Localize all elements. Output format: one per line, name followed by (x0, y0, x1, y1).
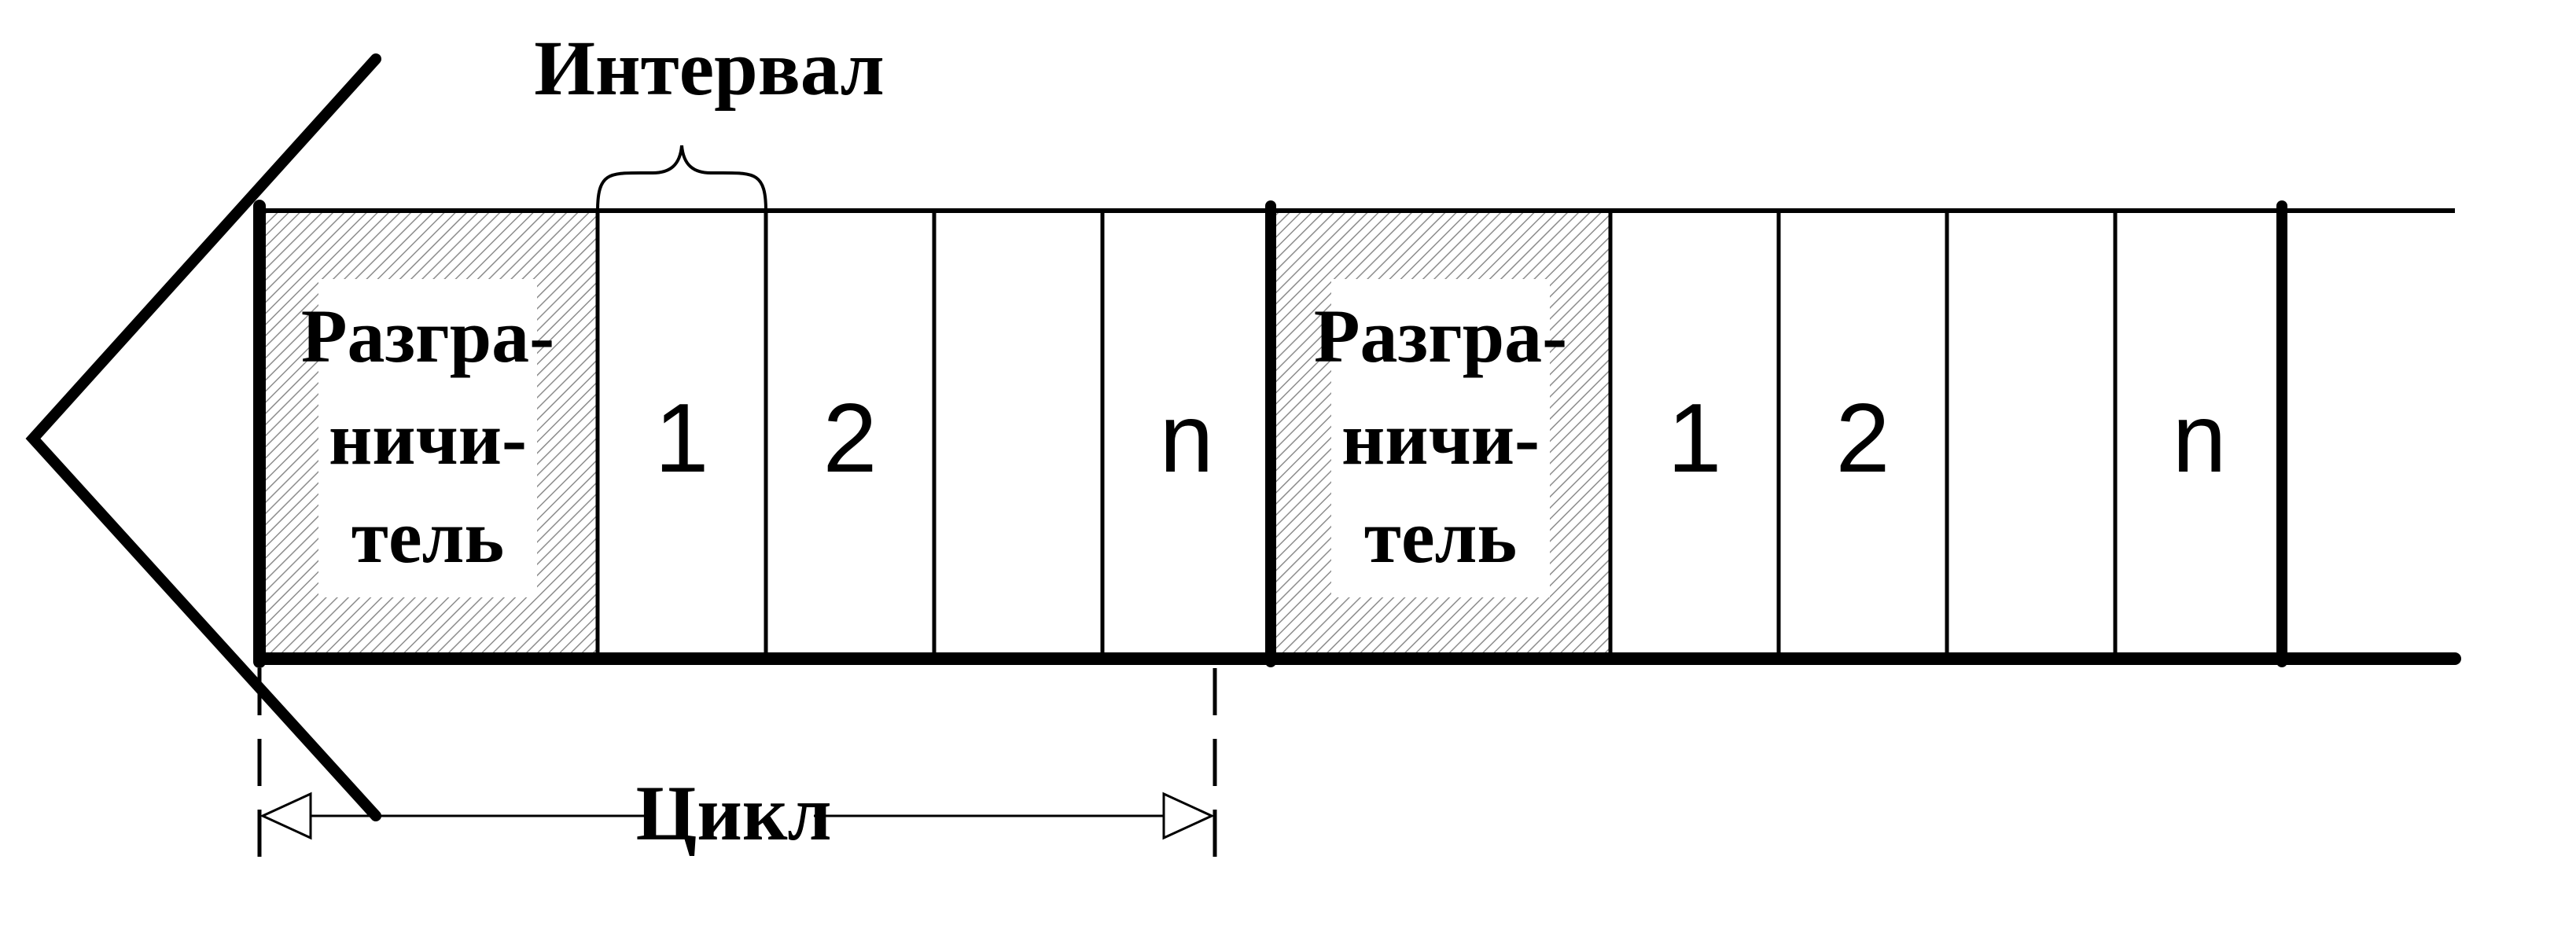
delimiter-label-2-line1: Разгра- (1314, 294, 1567, 378)
slot-number-1: 1 (1668, 384, 1722, 493)
delimiter-label-box-1 (318, 279, 537, 597)
slot-number-1: 1 (655, 384, 709, 493)
slot-number-n: n (1160, 384, 1214, 493)
delimiter-label-2-line3: тель (1364, 494, 1517, 579)
direction-arrowhead (25, 53, 381, 821)
slot-number-2: 2 (1836, 384, 1890, 493)
cycle-label: Цикл (635, 770, 831, 857)
delimiter-label-1-line1: Разгра- (301, 294, 554, 378)
frame-1: Разгра- ничи- тель 1 2 n (259, 211, 1213, 657)
strip-outline (253, 200, 2461, 668)
delimiter-label-1-line2: ничи- (329, 396, 527, 480)
interval-annotation: Интервал (534, 24, 885, 211)
delimiter-label-box-2 (1331, 279, 1550, 597)
frame-2: Разгра- ничи- тель 1 2 n (1272, 211, 2226, 657)
interval-brace (596, 145, 767, 211)
cycle-arrow-left-icon (259, 792, 312, 840)
cycle-annotation: Цикл (257, 668, 1217, 872)
slot-number-n: n (2173, 384, 2227, 493)
slot-number-2: 2 (823, 384, 878, 493)
delimiter-label-2-line2: ничи- (1341, 396, 1540, 480)
interval-label: Интервал (534, 24, 885, 112)
delimiter-label-1-line3: тель (351, 494, 504, 579)
cycle-arrow-right-icon (1162, 792, 1215, 840)
